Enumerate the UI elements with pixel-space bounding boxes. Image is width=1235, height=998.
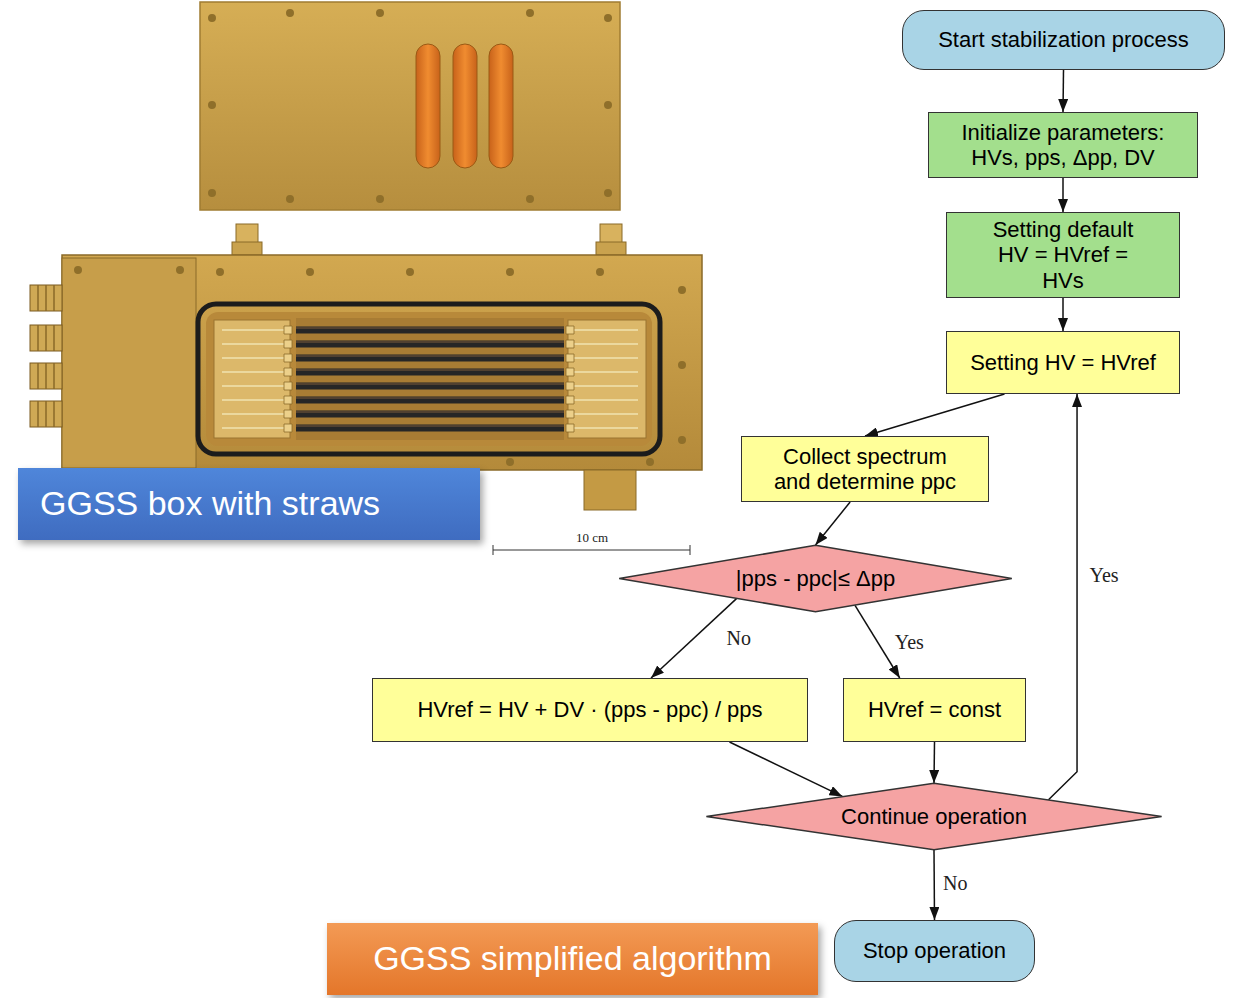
scale-label: 10 cm [576, 531, 608, 546]
left-comb [214, 320, 290, 438]
diamond-shape [619, 545, 1012, 611]
diamond-shape [706, 783, 1161, 849]
flow-arrow [865, 394, 1005, 436]
node-text: Start stabilization process [938, 27, 1189, 52]
flow-arrow [1062, 178, 1064, 212]
process-box: HVref = const [843, 678, 1026, 742]
decision-diamond: Continue operation [705, 783, 1163, 850]
flow-arrow [1062, 298, 1064, 331]
flow-arrow [730, 742, 843, 796]
node-text: HVref = const [868, 697, 1001, 722]
right-comb [568, 320, 646, 438]
decision-diamond: |pps - ppc|≤ Δpp [618, 545, 1013, 612]
flow-arrow [1049, 394, 1078, 800]
node-text: |pps - ppc|≤ Δpp [736, 566, 895, 591]
edge-label: No [725, 627, 753, 649]
lid-window [453, 44, 477, 168]
process-box: Collect spectrum and determine ppc [741, 436, 989, 502]
mount-tab [584, 470, 636, 510]
init-box: Initialize parameters: HVs, pps, Δpp, DV [928, 112, 1198, 178]
lid-plate [200, 2, 620, 210]
connector-housing [62, 258, 196, 468]
node-text: Setting default HV = HVref = HVs [976, 217, 1151, 293]
caption-banner: GGSS box with straws [18, 468, 480, 540]
node-text: Setting HV = HVref [970, 350, 1156, 375]
init-box: Setting default HV = HVref = HVs [946, 212, 1180, 298]
lid-window [489, 44, 513, 168]
banner-text: GGSS simplified algorithm [373, 940, 772, 977]
caption-banner: GGSS simplified algorithm [327, 923, 818, 995]
flow-arrow [933, 850, 935, 920]
screw-holes [208, 9, 612, 203]
lid-window [416, 44, 440, 168]
process-box: HVref = HV + DV · (pps - ppc) / pps [372, 678, 808, 742]
flow-arrow [1062, 70, 1064, 112]
gas-connector-nut [232, 242, 262, 255]
banner-text: GGSS box with straws [40, 485, 380, 522]
box-body [62, 255, 702, 470]
screw-holes [74, 266, 686, 466]
edge-label: No [941, 872, 969, 894]
terminal-box: Start stabilization process [902, 10, 1225, 70]
bnc-ridges [38, 285, 54, 427]
gas-connector-nut [596, 242, 626, 255]
straw-bed [296, 318, 564, 440]
terminal-box: Stop operation [834, 920, 1035, 982]
node-text: Stop operation [863, 938, 1006, 963]
node-text: HVref = HV + DV · (pps - ppc) / pps [417, 697, 762, 722]
edge-label: Yes [1087, 564, 1120, 586]
straws [296, 330, 564, 428]
scale-bar [493, 545, 690, 555]
window-recess [206, 312, 652, 446]
o-ring [198, 304, 660, 454]
straw-pins [284, 326, 574, 432]
edge-label: Yes [893, 631, 926, 653]
flow-arrow [816, 502, 851, 545]
process-box: Setting HV = HVref [946, 331, 1180, 394]
flow-arrow [933, 742, 935, 783]
node-text: Continue operation [841, 804, 1027, 829]
node-text: Initialize parameters: HVs, pps, Δpp, DV [938, 120, 1188, 171]
node-text: Collect spectrum and determine ppc [768, 444, 963, 495]
straw-highlights [296, 328, 564, 426]
